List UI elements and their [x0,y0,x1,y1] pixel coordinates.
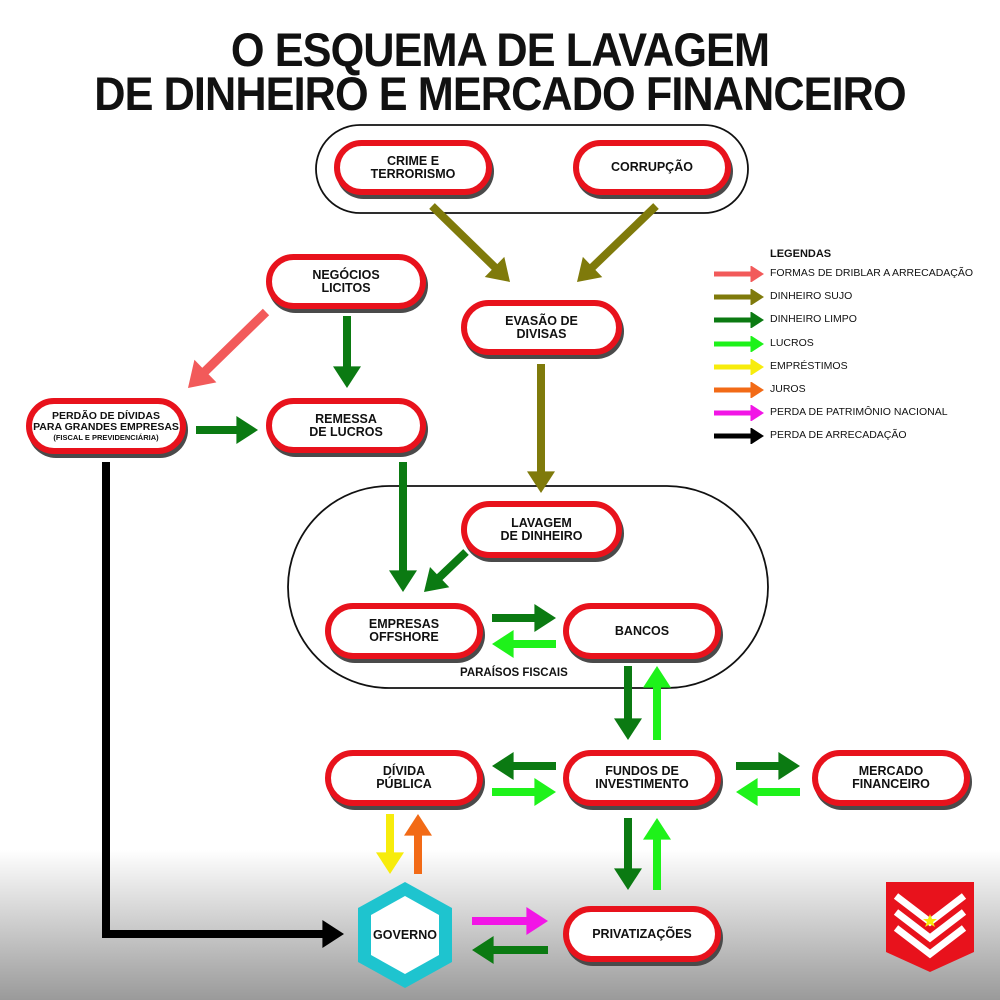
hexagon-icon [358,882,452,988]
chevron-shield-logo-icon [886,882,974,972]
legend: LEGENDAS FORMAS DE DRIBLAR A ARRECADAÇÃO… [712,248,973,452]
legend-item: PERDA DE PATRIMÔNIO NACIONAL [712,405,948,428]
legend-arrow-icon [714,289,764,306]
node-government: GOVERNO [355,880,455,990]
arrow-funds-to-privatizations [614,818,642,890]
node-privatizations: PRIVATIZAÇÕES [563,906,721,962]
node-banks: BANCOS [563,603,721,659]
arrow-funds-to-market [736,752,800,780]
legend-arrow [714,428,764,445]
legend-arrow-icon [714,312,764,329]
tax-havens-label: PARAÍSOS FISCAIS [460,667,568,679]
legend-arrow-icon [714,266,764,282]
legend-label: FORMAS DE DRIBLAR A ARRECADAÇÃO [770,267,974,279]
tax-haven-cluster [287,485,769,689]
legend-arrow [714,289,764,306]
legend-label: DINHEIRO LIMPO [770,313,857,326]
government-label: GOVERNO [373,928,437,942]
arrow-debt-to-government [376,814,404,874]
arrow-forgiveness-to-remittance [196,416,258,444]
arrow-banks-to-funds [614,666,642,740]
arrow-government-to-debt [404,814,432,874]
arrow-remittance-to-offshore [389,462,417,592]
legend-arrow-icon [714,428,764,445]
title-line-1: O ESQUEMA DE LAVAGEM [230,23,770,76]
legend-arrow [714,381,764,398]
top-cluster [315,124,749,214]
arrow-debt-to-funds [492,778,556,806]
legend-item: EMPRÉSTIMOS [712,358,848,382]
legend-arrow [714,266,764,282]
arrow-privatizations-to-government [472,936,548,964]
legend-label: PERDA DE PATRIMÔNIO NACIONAL [770,406,948,419]
legend-label: EMPRÉSTIMOS [770,359,848,372]
legend-item: FORMAS DE DRIBLAR A ARRECADAÇÃO [712,266,973,289]
debt-forgiveness-subtitle: (FISCAL E PREVIDENCIÁRIA) [53,432,159,442]
legend-item: DINHEIRO LIMPO [712,312,857,335]
title-line-2: DE DINHEIRO E MERCADO FINANCEIRO [94,67,906,120]
arrow-funds-to-debt [492,752,556,780]
legend-arrow [714,358,764,375]
arrow-laundering-to-offshore [424,549,469,592]
arrow-forgiveness-to-government [102,462,344,948]
legend-label: JUROS [770,382,806,395]
legend-item: PERDA DE ARRECADAÇÃO [712,428,907,451]
legend-arrow-icon [714,381,764,398]
arrow-privatizations-to-funds [643,818,671,890]
legend-arrow [714,405,764,422]
arrow-funds-to-banks [643,666,671,740]
arrow-crime-to-evasion [429,203,510,282]
legend-arrow-icon [714,335,764,352]
legend-label: PERDA DE ARRECADAÇÃO [770,429,907,442]
legend-item: DINHEIRO SUJO [712,289,852,312]
legend-item: LUCROS [712,335,831,359]
legend-label: LUCROS [770,336,814,349]
legend-arrow-icon [714,358,764,375]
legend-item: JUROS [712,381,831,405]
arrow-banks-to-offshore [492,630,556,658]
legend-arrow [714,312,764,329]
legend-arrow [714,335,764,352]
arrow-corruption-to-evasion [577,203,659,282]
arrow-evasion-to-laundering [527,364,555,493]
arrow-business-to-forgiveness [188,308,270,388]
arrow-offshore-to-banks [492,604,556,632]
arrow-business-to-remittance [333,316,361,388]
arrow-market-to-funds [736,778,800,806]
arrow-government-to-privatizations [472,907,548,935]
node-corruption: CORRUPÇÃO [573,140,731,195]
legend-label: DINHEIRO SUJO [770,290,853,303]
legend-arrow-icon [714,405,764,422]
legend-title: LEGENDAS [770,248,832,260]
